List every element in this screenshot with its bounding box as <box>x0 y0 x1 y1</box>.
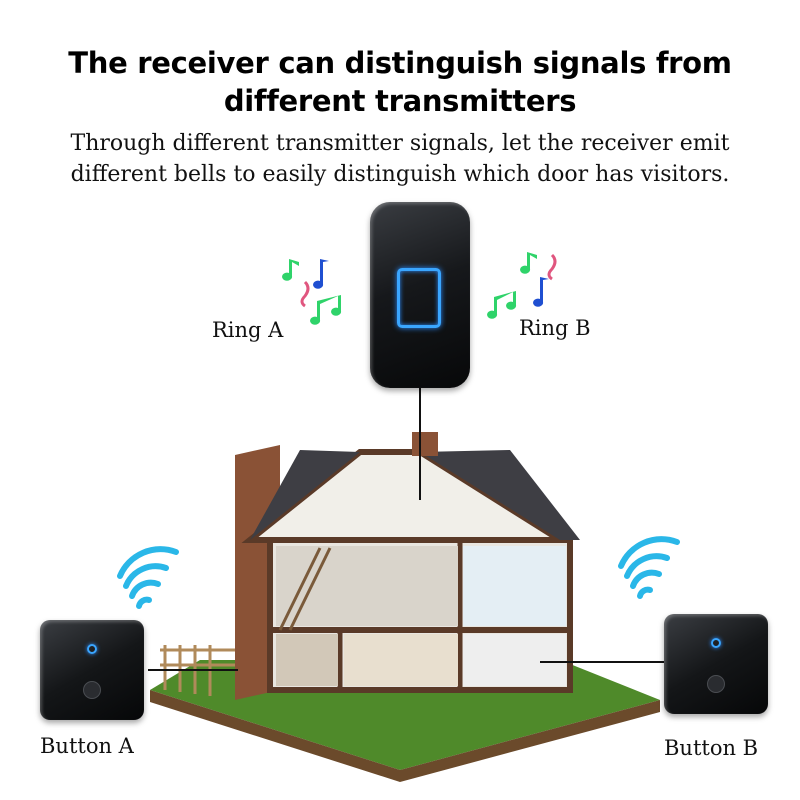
description: Through different transmitter signals, l… <box>40 128 760 190</box>
receiver-light-icon <box>397 268 441 328</box>
ring-b-label: Ring B <box>519 316 591 340</box>
indicator-light-icon <box>711 638 721 648</box>
description-line-2: different bells to easily distinguish wh… <box>70 162 730 187</box>
music-notes-left-icon <box>282 259 342 325</box>
button-a-label: Button A <box>40 734 134 758</box>
headline-line-1: The receiver can distinguish signals fro… <box>68 46 732 80</box>
wifi-signal-left-icon <box>117 546 179 609</box>
transmitter-button-a <box>40 620 144 720</box>
indicator-light-icon <box>87 644 97 654</box>
doorbell-receiver <box>370 202 470 388</box>
wifi-signal-right-icon <box>618 536 680 599</box>
transmitter-button-b <box>664 614 768 714</box>
music-notes-right-icon <box>487 252 557 319</box>
headline: The receiver can distinguish signals fro… <box>0 44 800 120</box>
bell-push-icon <box>83 681 101 699</box>
bell-push-icon <box>707 675 725 693</box>
headline-line-2: different transmitters <box>223 84 577 118</box>
description-line-1: Through different transmitter signals, l… <box>70 131 730 156</box>
button-b-label: Button B <box>664 736 759 760</box>
ring-a-label: Ring A <box>212 318 284 342</box>
